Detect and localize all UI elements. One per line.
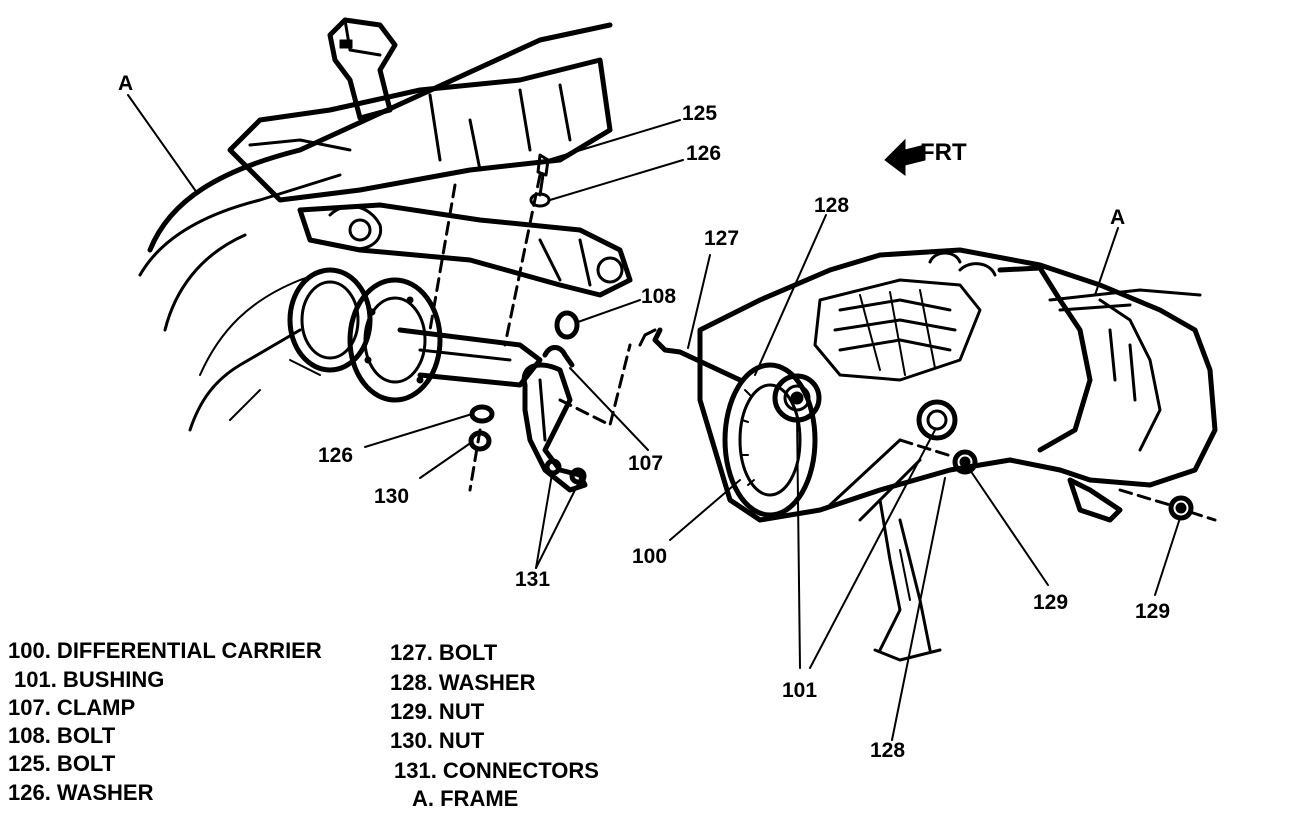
leader-washer-126-top <box>549 159 684 201</box>
legend-item: 125. BOLT <box>8 751 116 776</box>
leader-washer-126-left <box>364 413 473 448</box>
legend-item: 126. WASHER <box>8 780 154 805</box>
callout-bolt-108: 108 <box>641 285 676 308</box>
legend-item: 131. CONNECTORS <box>394 758 599 783</box>
leader-bolt-125 <box>547 119 681 161</box>
washer-nut-left <box>468 153 580 452</box>
leader-bolt-108 <box>577 299 641 323</box>
leader-nut-130 <box>419 441 473 479</box>
legend-item: 101. BUSHING <box>14 667 164 692</box>
legend-item: 129. NUT <box>390 699 485 724</box>
legend-item: 100. DIFFERENTIAL CARRIER <box>8 638 322 663</box>
callout-connectors-131: 131 <box>515 568 550 591</box>
callout-washer-128-top: 128 <box>814 194 849 217</box>
leader-washer-128-top <box>754 214 827 376</box>
leader-lines <box>127 94 1181 741</box>
callout-washer-126-left: 126 <box>318 444 353 467</box>
callout-washer-126-top: 126 <box>686 142 721 165</box>
leader-bushing-101-b <box>809 429 936 669</box>
legend-item: 107. CLAMP <box>8 695 135 720</box>
callout-nut-129-mid: 129 <box>1033 591 1068 614</box>
leader-bolt-127 <box>687 254 711 349</box>
frt-label: FRT <box>920 139 967 166</box>
leader-frame-left <box>127 94 196 191</box>
callouts: A A 125 126 128 127 108 126 107 130 131 … <box>118 72 1170 762</box>
callout-bushing-101: 101 <box>782 679 817 702</box>
leader-washer-128-bottom <box>891 477 946 741</box>
differential-carrier-shape <box>638 247 1218 662</box>
leader-nut-129-right <box>1154 517 1181 596</box>
legend-item: 130. NUT <box>390 728 485 753</box>
callout-nut-129-right: 129 <box>1135 600 1170 623</box>
leader-frame-right <box>1094 227 1119 296</box>
leader-carrier-100 <box>669 479 741 541</box>
callout-clamp-107: 107 <box>628 452 663 475</box>
callout-bolt-125: 125 <box>682 102 717 125</box>
leader-clamp-107 <box>569 367 649 451</box>
leader-bushing-101-a <box>796 414 801 669</box>
callout-frame-left: A <box>118 72 133 95</box>
legend-item: 127. BOLT <box>390 640 498 665</box>
left-frame-assembly <box>138 17 633 492</box>
parts-legend: 100. DIFFERENTIAL CARRIER 101. BUSHING 1… <box>8 638 599 811</box>
callout-bolt-127: 127 <box>704 227 739 250</box>
front-direction-indicator: FRT <box>884 138 967 176</box>
legend-item: 128. WASHER <box>390 670 536 695</box>
callout-frame-right: A <box>1110 206 1125 229</box>
callout-washer-128-bottom: 128 <box>870 739 905 762</box>
clamp-107-shape <box>521 362 588 493</box>
leader-connectors-131-b <box>535 483 579 569</box>
leader-connectors-131-a <box>535 473 553 569</box>
legend-item: A. FRAME <box>412 786 518 811</box>
callout-carrier-100: 100 <box>632 545 667 568</box>
leader-nut-129-mid <box>969 469 1049 586</box>
front-arrow-icon <box>884 138 926 176</box>
legend-item: 108. BOLT <box>8 723 116 748</box>
callout-nut-130: 130 <box>374 485 409 508</box>
